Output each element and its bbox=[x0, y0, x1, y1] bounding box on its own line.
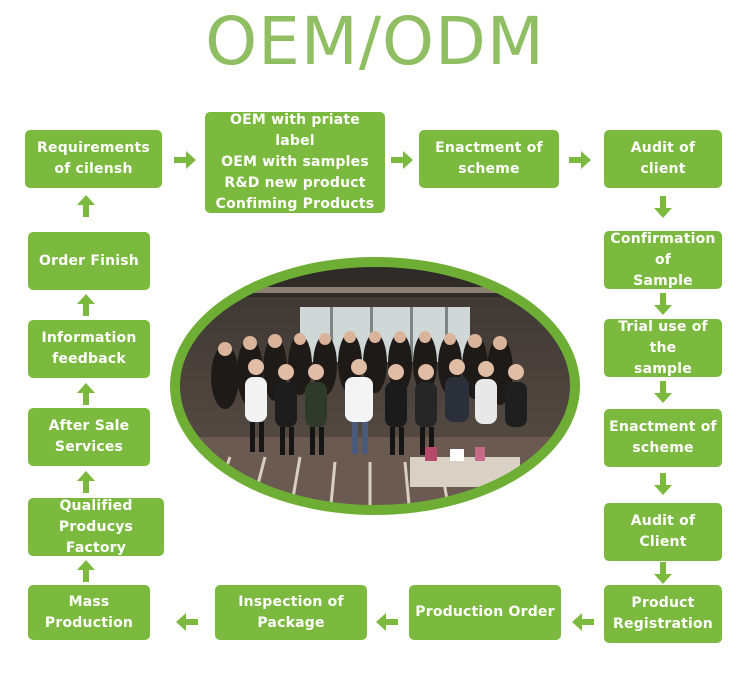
step-audit-of-client: Audit of client bbox=[604, 130, 722, 188]
arrow-up-icon bbox=[74, 194, 98, 218]
step-requirements: Requirements of cilensh bbox=[25, 130, 162, 188]
arrow-down-icon bbox=[651, 380, 675, 404]
arrow-right-icon bbox=[173, 148, 197, 172]
step-enactment-of-scheme-top: Enactment of scheme bbox=[419, 130, 559, 188]
group-photo bbox=[170, 257, 580, 515]
step-oem-options: OEM with priate label OEM with samples R… bbox=[205, 112, 385, 213]
step-mass-production: Mass Production bbox=[28, 585, 150, 640]
step-after-sale-services: After Sale Services bbox=[28, 408, 150, 466]
step-qualified-factory: Qualified Producys Factory bbox=[28, 498, 164, 556]
step-inspection-of-package: Inspection of Package bbox=[215, 585, 367, 640]
arrow-left-icon bbox=[375, 610, 399, 634]
arrow-right-icon bbox=[568, 148, 592, 172]
arrow-up-icon bbox=[74, 382, 98, 406]
arrow-down-icon bbox=[651, 195, 675, 219]
step-order-finish: Order Finish bbox=[28, 232, 150, 290]
arrow-down-icon bbox=[651, 561, 675, 585]
arrow-left-icon bbox=[175, 610, 199, 634]
arrow-left-icon bbox=[571, 610, 595, 634]
step-audit-of-client-2: Audit of Client bbox=[604, 503, 722, 561]
step-enactment-of-scheme-right: Enactment of scheme bbox=[604, 409, 722, 467]
page-title: OEM/ODM bbox=[205, 3, 545, 80]
arrow-up-icon bbox=[74, 559, 98, 583]
arrow-down-icon bbox=[651, 292, 675, 316]
arrow-up-icon bbox=[74, 293, 98, 317]
arrow-down-icon bbox=[651, 472, 675, 496]
step-product-registration: Product Registration bbox=[604, 585, 722, 643]
step-production-order: Production Order bbox=[409, 585, 561, 640]
step-trial-use-of-sample: Trial use of the sample bbox=[604, 319, 722, 377]
step-confirmation-of-sample: Confirmation of Sample bbox=[604, 231, 722, 289]
step-information-feedback: Information feedback bbox=[28, 320, 150, 378]
arrow-up-icon bbox=[74, 470, 98, 494]
arrow-right-icon bbox=[390, 148, 414, 172]
